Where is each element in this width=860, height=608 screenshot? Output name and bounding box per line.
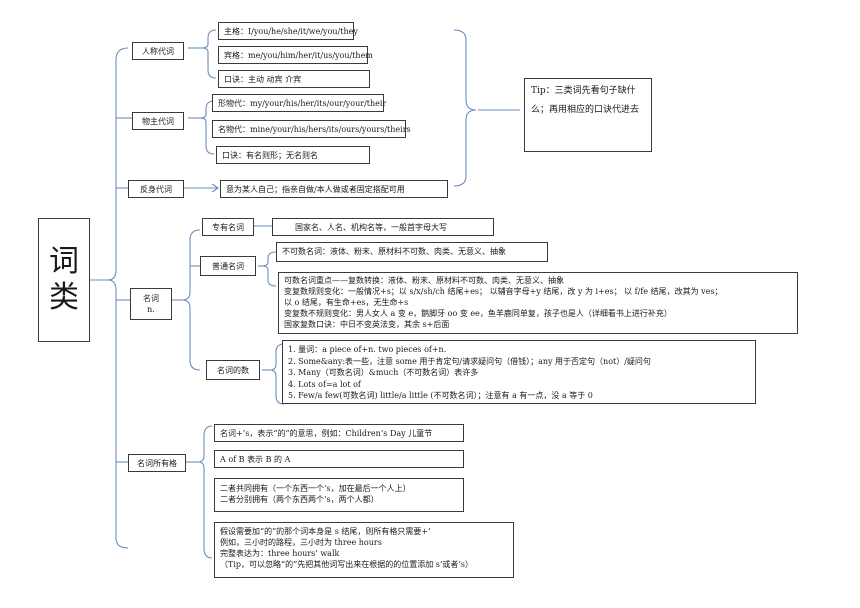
possessive-rule-1-text: 名词+’s，表示“的”的意思，例如：Children’s Day 儿童节: [220, 429, 433, 438]
uncountable-noun: 不可数名词：液体、粉末、原材料不可数、肉类、无意义、抽象: [276, 242, 548, 262]
category-noun-label: 名词: [143, 294, 159, 303]
proper-noun-description-text: 国家名、人名、机构名等，一般首字母大写: [295, 223, 447, 232]
category-noun-possessive-label: 名词所有格: [137, 458, 177, 468]
countable-line-2: 变复数规则变化：一般情况+s；以 s/x/sh/ch 结尾+es； 以辅音字母+…: [284, 287, 723, 296]
quantity-line-2: 2. Some&any:表一些，注意 some 用于肯定句/请求疑问句（借钱）；…: [288, 356, 651, 366]
countable-line-1: 可数名词重点——复数转换：液体、粉末、原材料不可数、肉类、无意义、抽象: [284, 276, 564, 285]
possessive-rule-joint-separate: 二者共同拥有（一个东西一个’s，加在最后一个人上） 二者分别拥有（两个东西两个’…: [214, 478, 464, 512]
proper-noun-label: 专有名词: [212, 222, 244, 232]
countable-line-3: 以 o 结尾，有生命+es，无生命+s: [284, 298, 409, 307]
countable-line-4: 变复数不规则变化：男人女人 a 变 e，鹅脚牙 oo 变 ee，鱼羊鹿同单复，孩…: [284, 309, 672, 318]
category-noun: 名词 n.: [130, 288, 172, 320]
possessive-rhyme-text: 口诀：有名则形；无名则名: [222, 151, 318, 160]
common-noun-label: 普通名词: [212, 261, 244, 271]
quantity-line-4: 4. Lots of=a lot of: [288, 379, 361, 389]
tip-note-text: Tip：三类词先看句子缺什么；再用相应的口诀代进去: [531, 86, 640, 115]
reflexive-description: 意为某人自己；指亲自做/本人做或者固定搭配可用: [220, 180, 448, 198]
noun-quantity-label: 名词的数: [217, 365, 249, 375]
possessive-rule-3-line-1: 二者共同拥有（一个东西一个’s，加在最后一个人上）: [220, 484, 411, 493]
category-reflexive-pronoun: 反身代词: [128, 180, 184, 198]
personal-object-case: 宾格：me/you/him/her/it/us/you/them: [218, 46, 373, 64]
page-title-text: 词类: [49, 244, 79, 315]
proper-noun-description: 国家名、人名、机构名等，一般首字母大写: [272, 218, 494, 236]
possessive-rule-apostrophe-s: 名词+’s，表示“的”的意思，例如：Children’s Day 儿童节: [214, 424, 464, 442]
possessive-adjective-text: 形物代：my/your/his/her/its/our/your/their: [218, 99, 387, 108]
category-personal-pronoun-label: 人称代词: [142, 46, 174, 56]
quantity-line-1: 1. 量词：a piece of+n. two pieces of+n.: [288, 345, 447, 354]
possessive-rule-2-text: A of B 表示 B 的 A: [220, 455, 291, 464]
possessive-rule-4-line-3: 完整表达为：three hours’ walk: [220, 549, 340, 558]
possessive-rule-4-line-2: 例如，三小时的路程，三小时为 three hours: [220, 538, 382, 547]
possessive-rule-4-line-1: 假设需要加“的”的那个词本身是 s 结尾，则所有格只需要+’: [220, 527, 431, 536]
countable-noun-notes: 可数名词重点——复数转换：液体、粉末、原材料不可数、肉类、无意义、抽象 变复数规…: [278, 272, 798, 334]
tip-note: Tip：三类词先看句子缺什么；再用相应的口诀代进去: [524, 78, 652, 152]
reflexive-description-text: 意为某人自己；指亲自做/本人做或者固定搭配可用: [226, 185, 405, 194]
category-possessive-pronoun: 物主代词: [132, 112, 184, 130]
possessive-noun-text: 名物代：mine/your/his/hers/its/ours/yours/th…: [218, 125, 411, 134]
personal-subject-case-text: 主格：I/you/he/she/it/we/you/they: [224, 27, 358, 36]
possessive-adjective: 形物代：my/your/his/her/its/our/your/their: [212, 94, 387, 112]
page-title: 词类: [38, 218, 90, 342]
personal-rhyme: 口诀：主动 动宾 介宾: [218, 70, 370, 88]
personal-rhyme-text: 口诀：主动 动宾 介宾: [224, 75, 302, 84]
possessive-noun: 名物代：mine/your/his/hers/its/ours/yours/th…: [212, 120, 411, 138]
personal-object-case-text: 宾格：me/you/him/her/it/us/you/them: [224, 51, 373, 60]
quantity-line-5: 5. Few/a few(可数名词) little/a little (不可数名…: [288, 391, 593, 400]
category-possessive-pronoun-label: 物主代词: [142, 116, 174, 126]
possessive-rule-3-line-2: 二者分别拥有（两个东西两个’s，两个人都）: [220, 495, 379, 504]
possessive-rule-of: A of B 表示 B 的 A: [214, 450, 464, 468]
category-noun-possessive: 名词所有格: [128, 454, 186, 472]
category-reflexive-pronoun-label: 反身代词: [140, 184, 172, 194]
personal-subject-case: 主格：I/you/he/she/it/we/you/they: [218, 22, 358, 40]
possessive-rule-4-line-4: （Tip，可以忽略“的”先把其他词写出来在根据的的位置添加 s’或者’s）: [220, 560, 474, 569]
possessive-rhyme: 口诀：有名则形；无名则名: [216, 146, 370, 164]
noun-quantity-label-box: 名词的数: [206, 360, 260, 380]
category-personal-pronoun: 人称代词: [132, 42, 184, 60]
category-noun-sub: n.: [147, 305, 155, 314]
uncountable-noun-text: 不可数名词：液体、粉末、原材料不可数、肉类、无意义、抽象: [282, 247, 506, 256]
possessive-rule-s-ending: 假设需要加“的”的那个词本身是 s 结尾，则所有格只需要+’ 例如，三小时的路程…: [214, 522, 514, 578]
quantity-line-3: 3. Many（可数名词）&much（不可数名词）表许多: [288, 368, 479, 377]
countable-line-5: 国家复数口诀：中日不变英法变，其余 s+后面: [284, 320, 450, 329]
common-noun-label-box: 普通名词: [200, 256, 256, 276]
noun-quantity-notes: 1. 量词：a piece of+n. two pieces of+n. 2. …: [282, 340, 756, 404]
proper-noun-label-box: 专有名词: [202, 218, 254, 236]
